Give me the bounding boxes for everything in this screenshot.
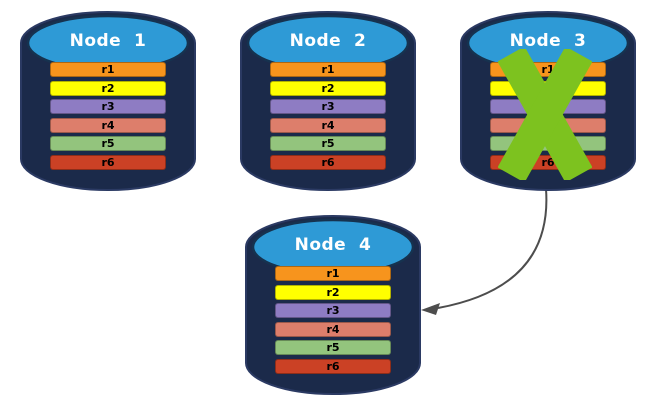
- row-label: r6: [541, 155, 555, 169]
- row-label: r6: [321, 155, 335, 169]
- row-label: r4: [326, 322, 340, 336]
- row-r2: r2: [275, 284, 391, 300]
- row-label: r3: [101, 100, 115, 113]
- row-r4: r4: [50, 117, 166, 133]
- row-label: r4: [101, 118, 115, 132]
- row-r5: r5: [50, 136, 166, 151]
- row-r1: r1: [275, 266, 391, 281]
- row-label: r3: [326, 304, 340, 317]
- node-1: Node 1 r1 r2 r3 r4 r5 r6: [18, 7, 198, 193]
- row-r2: r2: [270, 80, 386, 96]
- row-r6: r6: [50, 154, 166, 170]
- row-label: r1: [101, 63, 115, 76]
- node-title: Node 3: [509, 31, 587, 51]
- node-2: Node 2 r1 r2 r3 r4 r5 r6: [238, 7, 418, 193]
- node-rows: r1 r2 r3 r4 r5 r6: [270, 62, 386, 173]
- node-rows: r1 r2 r3 r4 r5 r6: [50, 62, 166, 173]
- row-label: r5: [326, 341, 340, 354]
- row-r4: r4: [275, 321, 391, 337]
- row-r6: r6: [275, 358, 391, 374]
- node-title: Node 4: [294, 235, 372, 255]
- row-label: r1: [541, 63, 555, 76]
- row-label: r3: [321, 100, 335, 113]
- row-label: r6: [101, 155, 115, 169]
- row-r5: r5: [275, 340, 391, 355]
- row-label: r1: [326, 267, 340, 280]
- node-title: Node 1: [69, 31, 147, 51]
- row-label: r4: [321, 118, 335, 132]
- x-stroke: [498, 49, 592, 180]
- node-rows: r1 r2 r3 r4 r5 r6: [275, 266, 391, 377]
- row-r1: r1: [270, 62, 386, 77]
- row-label: r6: [326, 359, 340, 373]
- row-label: r2: [321, 81, 335, 95]
- node-title: Node 2: [289, 31, 367, 51]
- row-r5: r5: [270, 136, 386, 151]
- row-r6: r6: [270, 154, 386, 170]
- row-label: r2: [326, 285, 340, 299]
- row-r3: r3: [270, 99, 386, 114]
- row-r2: r2: [50, 80, 166, 96]
- arrow-head: [421, 303, 440, 315]
- x-mark-icon: [498, 49, 592, 180]
- row-label: r5: [101, 137, 115, 150]
- node-4: Node 4 r1 r2 r3 r4 r5 r6: [243, 211, 423, 397]
- row-r4: r4: [270, 117, 386, 133]
- row-label: r2: [101, 81, 115, 95]
- row-r3: r3: [50, 99, 166, 114]
- row-r3: r3: [275, 303, 391, 318]
- arrow-curve: [437, 188, 548, 309]
- row-label: r5: [321, 137, 335, 150]
- row-label: r1: [321, 63, 335, 76]
- row-r1: r1: [50, 62, 166, 77]
